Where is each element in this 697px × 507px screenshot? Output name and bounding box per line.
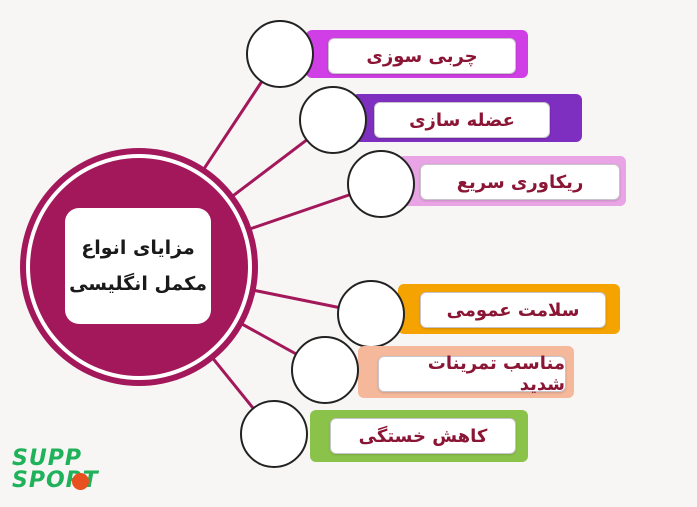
brand-logo: SUPP SPORT	[12, 446, 112, 496]
center-hub: مزایای انواع مکمل انگلیسی	[20, 148, 258, 386]
benefit-label: ریکاوری سریع	[420, 164, 620, 200]
benefit-bubble	[291, 336, 359, 404]
center-label: مزایای انواع مکمل انگلیسی	[65, 208, 211, 324]
benefit-label: چربی سوزی	[328, 38, 516, 74]
logo-text-top: SUPP	[12, 446, 82, 471]
benefit-bubble	[240, 400, 308, 468]
benefit-label: کاهش خستگی	[330, 418, 516, 454]
hub-ring	[26, 154, 252, 380]
benefit-bubble	[337, 280, 405, 348]
benefit-bubble	[299, 86, 367, 154]
benefit-label: سلامت عمومی	[420, 292, 606, 328]
benefit-label: مناسب تمرینات شدید	[378, 353, 566, 395]
ball-icon	[72, 473, 89, 490]
benefit-bubble	[246, 20, 314, 88]
benefit-bubble	[347, 150, 415, 218]
benefit-label: عضله سازی	[374, 102, 550, 138]
